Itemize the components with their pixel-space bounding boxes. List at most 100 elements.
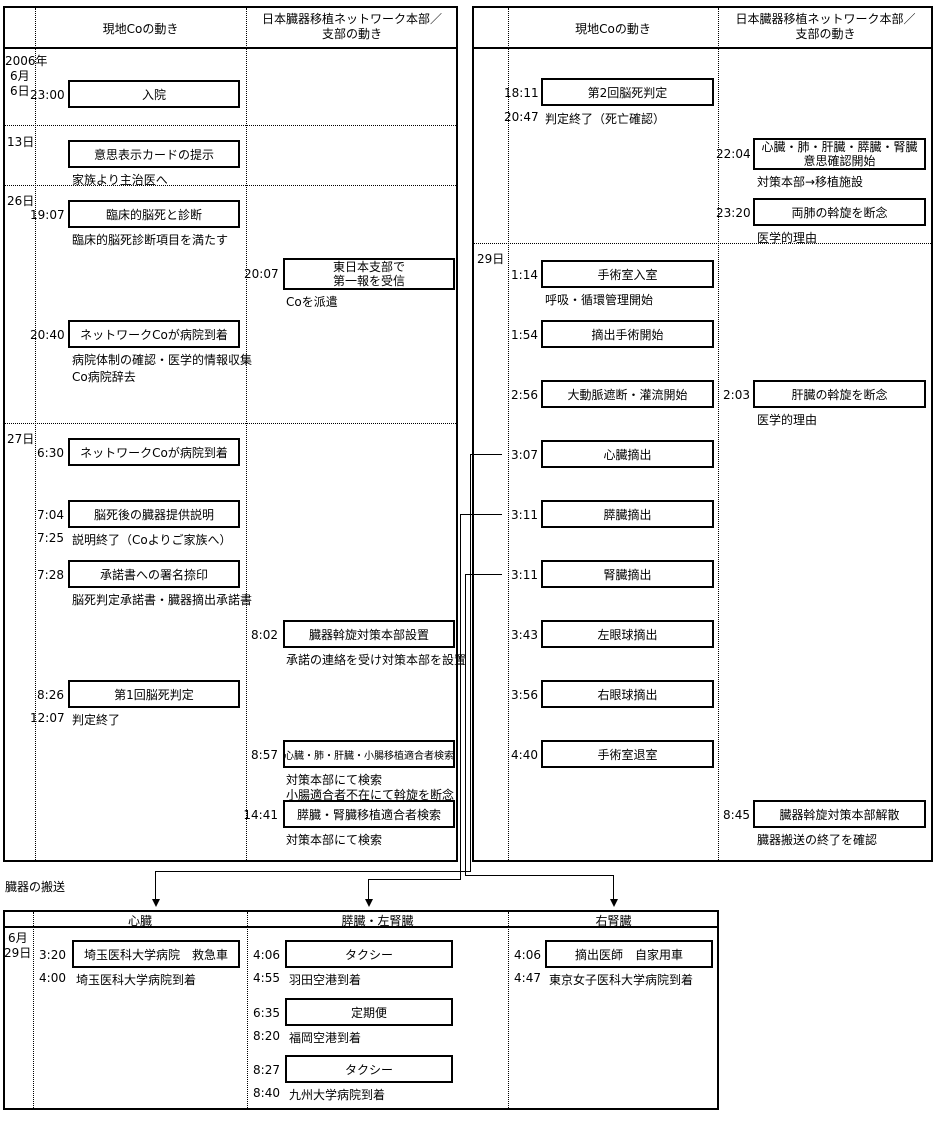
event-box: 膵臓・腎臓移植適合者検索: [283, 800, 455, 828]
event-box: 第2回脳死判定: [541, 78, 714, 106]
event-time: 23:20: [716, 206, 751, 220]
date-label: 29日: [4, 946, 32, 960]
connector-pancreas-horizontal: [368, 879, 461, 880]
event-box: タクシー: [285, 1055, 453, 1083]
event-note: 九州大学病院到着: [289, 1088, 386, 1102]
date-row-divider: [5, 423, 456, 424]
event-box: 心臓・肺・肝臓・小腸移植適合者検索: [283, 740, 455, 768]
transport-column-header: 右腎臓: [595, 914, 632, 928]
event-box: 肝臓の斡旋を断念: [753, 380, 926, 408]
date-column-divider: [35, 8, 36, 860]
event-box: 左眼球摘出: [541, 620, 714, 648]
event-box: 定期便: [285, 998, 453, 1026]
event-note: Co病院辞去: [72, 370, 136, 384]
date-label: 6月: [10, 69, 30, 83]
event-box-line1: 東日本支部で: [332, 260, 405, 274]
connector-heart-arrow-shaft: [155, 871, 156, 900]
event-time: 18:11: [504, 86, 539, 100]
event-box: 腎臓摘出: [541, 560, 714, 588]
date-column-divider: [508, 8, 509, 860]
event-box: 臓器斡旋対策本部設置: [283, 620, 455, 648]
date-row-divider: [5, 125, 456, 126]
event-note: 承諾の連絡を受け対策本部を設置: [286, 653, 467, 667]
event-note: Coを派遣: [286, 295, 338, 309]
event-box-line2: 意思確認開始: [803, 154, 876, 168]
event-box: 意思表示カードの提示: [68, 140, 240, 168]
event-time: 20:07: [244, 267, 279, 281]
transport-column-header: 膵臓・左腎臓: [341, 914, 414, 928]
event-box: 臨床的脳死と診断: [68, 200, 240, 228]
event-time: 8:26: [37, 688, 64, 702]
event-time: 1:54: [511, 328, 538, 342]
event-time: 3:07: [511, 448, 538, 462]
event-time: 3:56: [511, 688, 538, 702]
event-box-line2: 第一報を受信: [332, 274, 405, 288]
event-box: 右眼球摘出: [541, 680, 714, 708]
column-header-network-line2: 支部の動き: [321, 27, 382, 41]
event-time: 3:20: [39, 948, 66, 962]
event-note: 対策本部にて検索: [286, 773, 383, 787]
event-time: 22:04: [716, 147, 751, 161]
column-header-network-line1: 日本臓器移植ネットワーク本部／: [261, 12, 442, 26]
transport-column-divider: [508, 912, 509, 1108]
event-box: 入院: [68, 80, 240, 108]
event-time: 8:27: [253, 1063, 280, 1077]
event-box: 心臓摘出: [541, 440, 714, 468]
column-header-local: 現地Coの動き: [575, 22, 651, 36]
event-box: 摘出医師 自家用車: [545, 940, 713, 968]
event-time: 6:30: [37, 446, 64, 460]
connector-heart-vertical: [470, 454, 471, 871]
down-arrow-icon: [610, 899, 618, 907]
event-time: 12:07: [30, 711, 65, 725]
event-time: 3:43: [511, 628, 538, 642]
transport-column-header: 心臓: [127, 914, 152, 928]
event-time: 4:47: [514, 971, 541, 985]
event-note: 家族より主治医へ: [72, 173, 168, 187]
event-note: 呼吸・循環管理開始: [545, 293, 654, 307]
connector-kidney-arrow-shaft: [613, 875, 614, 900]
date-label: 26日: [7, 194, 35, 208]
event-time: 19:07: [30, 208, 65, 222]
date-row-divider: [474, 243, 931, 244]
date-label: 29日: [477, 252, 505, 266]
event-time: 8:02: [251, 628, 278, 642]
column-header-network: 日本臓器移植ネットワーク本部／ 支部の動き: [246, 12, 458, 42]
event-time: 8:45: [723, 808, 750, 822]
event-time: 7:04: [37, 508, 64, 522]
event-time: 23:00: [30, 88, 65, 102]
event-time: 8:40: [253, 1086, 280, 1100]
date-row-divider: [5, 185, 456, 186]
connector-kidney-stub: [465, 574, 502, 575]
event-time: 3:11: [511, 568, 538, 582]
date-label: 6月: [8, 931, 28, 945]
event-box: 脳死後の臓器提供説明: [68, 500, 240, 528]
event-time: 8:57: [251, 748, 278, 762]
event-box: ネットワークCoが病院到着: [68, 320, 240, 348]
panel-right: [472, 6, 933, 862]
column-header-network: 日本臓器移植ネットワーク本部／ 支部の動き: [718, 12, 933, 42]
column-divider: [246, 8, 247, 860]
transport-date-divider: [33, 912, 34, 1108]
event-time: 20:40: [30, 328, 65, 342]
event-box: 大動脈遮断・灌流開始: [541, 380, 714, 408]
event-box: 埼玉医科大学病院 救急車: [72, 940, 240, 968]
connector-heart-horizontal: [155, 871, 471, 872]
column-header-network-line1: 日本臓器移植ネットワーク本部／: [735, 12, 916, 26]
event-box: 手術室退室: [541, 740, 714, 768]
connector-pancreas-vertical: [460, 514, 461, 879]
event-note: 東京女子医科大学病院到着: [549, 973, 694, 987]
event-box: 第1回脳死判定: [68, 680, 240, 708]
event-time: 2:56: [511, 388, 538, 402]
date-label: 13日: [7, 135, 35, 149]
event-box: 両肺の斡旋を断念: [753, 198, 926, 226]
event-time: 4:55: [253, 971, 280, 985]
panel-left: [3, 6, 458, 862]
connector-heart-stub: [470, 454, 502, 455]
event-note: 医学的理由: [757, 231, 818, 245]
event-time: 4:06: [514, 948, 541, 962]
event-time: 3:11: [511, 508, 538, 522]
event-time: 14:41: [243, 808, 278, 822]
event-time: 4:40: [511, 748, 538, 762]
event-box: 東日本支部で 第一報を受信: [283, 258, 455, 290]
